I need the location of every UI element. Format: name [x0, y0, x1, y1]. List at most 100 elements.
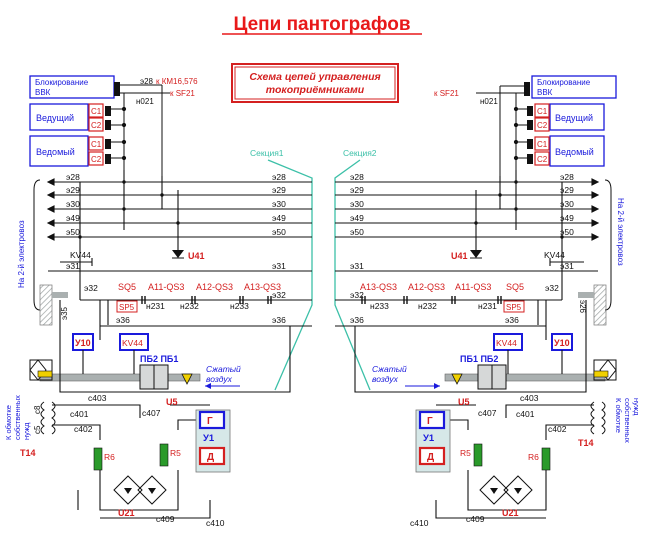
- right-u10-label: У10: [554, 338, 570, 348]
- left-driven-label: Ведомый: [36, 147, 75, 157]
- right-c2-b: С2: [537, 155, 548, 164]
- left-c1-b: С1: [91, 140, 102, 149]
- left-bus-e28-edge: э28: [66, 172, 80, 182]
- left-bus-e30: э30: [272, 199, 286, 209]
- right-e32-label: э32: [545, 283, 559, 293]
- left-ref-sf: к SF21: [170, 89, 195, 98]
- right-bus-e29-edge: э29: [560, 185, 574, 195]
- right-e26-label: э26: [578, 300, 587, 314]
- left-aux-label-2: собственных: [13, 395, 22, 440]
- left-leading-label: Ведущий: [36, 113, 74, 123]
- right-c1-b: С1: [537, 140, 548, 149]
- left-side-label: На 2-й электровоз: [17, 220, 26, 288]
- right-air-label-1: Сжатый: [372, 364, 407, 374]
- left-r6-label: R6: [104, 452, 115, 462]
- left-bus-e29-edge: э29: [66, 185, 80, 195]
- right-side-label: На 2-й электровоз: [616, 198, 625, 266]
- right-kv44-label: KV44: [544, 250, 565, 260]
- right-h233: н233: [370, 301, 389, 311]
- left-d-label: Д: [207, 452, 214, 463]
- left-wire-e28: э28: [140, 77, 154, 86]
- right-bus-e30-edge: э30: [560, 199, 574, 209]
- right-leading-label: Ведущий: [555, 113, 593, 123]
- left-blocking-label-2: ВВК: [35, 88, 51, 97]
- left-u10-label: У10: [75, 338, 91, 348]
- left-c401-label: с401: [70, 409, 89, 419]
- right-c403-label: с403: [520, 393, 539, 403]
- right-driven-label: Ведомый: [555, 147, 594, 157]
- left-t14-label: Т14: [20, 448, 36, 458]
- left-aux-label-1: К обмотке: [4, 405, 13, 440]
- left-e32-label: э32: [84, 283, 98, 293]
- right-bus-e28: э28: [350, 172, 364, 182]
- left-air-label-1: Сжатый: [206, 364, 241, 374]
- left-c1-a: С1: [91, 107, 102, 116]
- right-e36-end: э36: [350, 315, 364, 325]
- right-h231: н231: [478, 301, 497, 311]
- left-c2-b: С2: [91, 155, 102, 164]
- left-pb-label: ПБ2 ПБ1: [140, 354, 178, 364]
- right-lower-assembly: KV44 У10 ПБ1 ПБ2 Сжатый воздух с403 с401…: [354, 326, 641, 528]
- right-bus-e29: э29: [350, 185, 364, 195]
- left-bus-e28: э28: [272, 172, 286, 182]
- right-c2-a: С2: [537, 121, 548, 130]
- left-c8-label: с8: [33, 405, 42, 414]
- left-c2-a: С2: [91, 121, 102, 130]
- left-kv44-label: KV44: [70, 250, 91, 260]
- left-air-label-2: воздух: [206, 374, 233, 384]
- scheme-title-line2: токоприёмниками: [266, 84, 365, 96]
- left-wire-n021: н021: [136, 97, 154, 106]
- right-c407-label: с407: [478, 408, 497, 418]
- left-e32-end: э32: [272, 290, 286, 300]
- right-e31-label: э31: [560, 261, 574, 271]
- right-blocking-label-1: Блокирование: [537, 78, 591, 87]
- left-kv44-box-label: KV44: [122, 338, 143, 348]
- right-wire-n021: н021: [480, 97, 498, 106]
- right-c409-label: с409: [466, 514, 485, 524]
- left-e36-end: э36: [272, 315, 286, 325]
- left-c409-label: с409: [156, 514, 175, 524]
- left-h231: н231: [146, 301, 165, 311]
- left-bus-e50-edge: э50: [66, 227, 80, 237]
- left-qs1: А11-QS3: [148, 282, 184, 292]
- right-ref-sf: к SF21: [434, 89, 459, 98]
- right-bus-e49-edge: э49: [560, 213, 574, 223]
- right-qs3: А11-QS3: [455, 282, 491, 292]
- left-e35-label: э35: [60, 306, 69, 320]
- scheme-title-box: [231, 63, 399, 103]
- left-u41-label: U41: [188, 251, 205, 261]
- right-c402-label: с402: [548, 424, 567, 434]
- section-boundary-lines: [267, 159, 371, 391]
- left-c403-label: с403: [88, 393, 107, 403]
- left-u21-label: U21: [118, 508, 135, 518]
- right-bus-e49: э49: [350, 213, 364, 223]
- section2-label: Секция2: [343, 148, 377, 158]
- page-title: Цепи пантографов: [233, 14, 410, 35]
- left-c410-label: с410: [206, 518, 225, 528]
- left-e31-label-2: э31: [272, 261, 286, 271]
- right-control-block: Блокирование ВВК Ведущий Ведомый С1 С2 С…: [434, 75, 617, 176]
- right-kv44-box-label: KV44: [496, 338, 517, 348]
- left-h232: н232: [180, 301, 199, 311]
- left-bus-e49: э49: [272, 213, 286, 223]
- right-r6-label: R6: [528, 452, 539, 462]
- left-c5-label: с5: [33, 425, 42, 434]
- left-aux-label-3: нужд: [22, 422, 31, 440]
- right-sp5-label: SP5: [506, 303, 522, 312]
- right-aux-label-3: нужд: [632, 398, 641, 416]
- left-qs2: А12-QS3: [196, 282, 233, 292]
- left-lower-assembly: У10 KV44 ПБ2 ПБ1 Сжатый воздух с403: [4, 326, 291, 528]
- left-c407-label: с407: [142, 408, 161, 418]
- right-c401-label: с401: [516, 409, 535, 419]
- left-bus-e50: э50: [272, 227, 286, 237]
- left-u5-label: U5: [166, 397, 178, 407]
- right-u41-label: U41: [451, 251, 468, 261]
- right-g-label: Г: [427, 416, 433, 427]
- left-c402-label: с402: [74, 424, 93, 434]
- right-bus-e30: э30: [350, 199, 364, 209]
- section1-label: Секция1: [250, 148, 284, 158]
- left-r5-label: R5: [170, 448, 181, 458]
- interlock-channel: [39, 284, 607, 326]
- right-bus-e50-edge: э50: [560, 227, 574, 237]
